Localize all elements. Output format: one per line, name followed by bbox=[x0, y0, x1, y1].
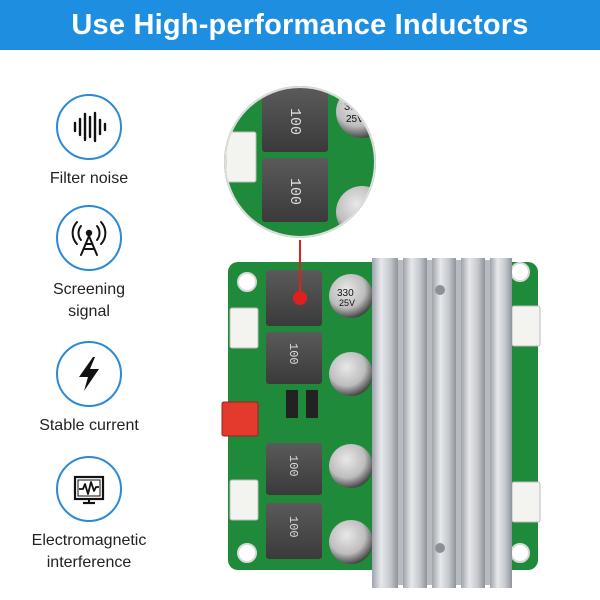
capacitor-marking: 330 bbox=[337, 288, 354, 299]
inductor-zoom bbox=[262, 158, 328, 222]
feature-electromagnetic-interference: Electromagnetic interference bbox=[14, 456, 164, 574]
inductor-marking: 100 bbox=[286, 343, 300, 365]
feature-stable-current: Stable current bbox=[14, 341, 164, 437]
inductor-marking: 100 bbox=[286, 108, 303, 135]
feature-screening-signal: Screening signal bbox=[14, 205, 164, 323]
feature-label-line2: interference bbox=[46, 554, 132, 571]
feature-label: Screening signal bbox=[14, 279, 164, 323]
feature-label-line2: signal bbox=[68, 303, 110, 320]
feature-label: Electromagnetic interference bbox=[14, 530, 164, 574]
screw bbox=[435, 285, 445, 295]
mount-hole bbox=[510, 262, 530, 282]
feature-filter-noise: Filter noise bbox=[14, 94, 164, 190]
mount-hole bbox=[510, 543, 530, 563]
capacitor bbox=[329, 274, 373, 318]
highlight-dot bbox=[293, 291, 307, 305]
inductor-marking: 100 bbox=[286, 178, 303, 205]
connector bbox=[511, 481, 541, 523]
connector bbox=[511, 305, 541, 347]
inductor bbox=[266, 503, 322, 559]
capacitor-marking: 25V bbox=[346, 114, 364, 125]
capacitor bbox=[329, 520, 373, 564]
connector-zoom bbox=[225, 131, 257, 183]
banner-title: Use High-performance Inductors bbox=[71, 8, 529, 41]
capacitor bbox=[329, 444, 373, 488]
screw bbox=[435, 543, 445, 553]
heatsink-fin bbox=[432, 258, 456, 588]
feature-label-line1: Screening bbox=[52, 281, 126, 298]
capacitor-zoom bbox=[336, 186, 375, 237]
waveform-icon bbox=[56, 94, 122, 160]
lightning-bolt-icon bbox=[56, 341, 122, 407]
monitor-wave-icon bbox=[56, 456, 122, 522]
capacitor bbox=[329, 352, 373, 396]
title-banner: Use High-performance Inductors bbox=[0, 0, 600, 50]
feature-label: Filter noise bbox=[49, 170, 129, 187]
heatsink-fin bbox=[461, 258, 485, 588]
inductor-marking: 100 bbox=[286, 455, 300, 477]
antenna-tower-icon bbox=[56, 205, 122, 271]
heatsink-fin bbox=[403, 258, 427, 588]
capacitor-marking: 25V bbox=[339, 298, 355, 308]
product-image: 100 100 100 330 25V 100 100 330 25V bbox=[221, 84, 541, 588]
feature-label-line1: Electromagnetic bbox=[31, 532, 147, 549]
inductor-zoom bbox=[262, 88, 328, 152]
heatsink-fin bbox=[372, 258, 398, 588]
mount-hole bbox=[237, 543, 257, 563]
diode bbox=[306, 390, 318, 418]
inductor-marking: 100 bbox=[286, 516, 300, 538]
connector bbox=[229, 307, 259, 349]
inductor bbox=[266, 332, 322, 384]
diode bbox=[286, 390, 298, 418]
heatsink-fin bbox=[490, 258, 512, 588]
inductor bbox=[266, 443, 322, 495]
feature-label: Stable current bbox=[39, 417, 139, 434]
power-connector bbox=[221, 401, 259, 437]
connector bbox=[229, 479, 259, 521]
mount-hole bbox=[237, 272, 257, 292]
